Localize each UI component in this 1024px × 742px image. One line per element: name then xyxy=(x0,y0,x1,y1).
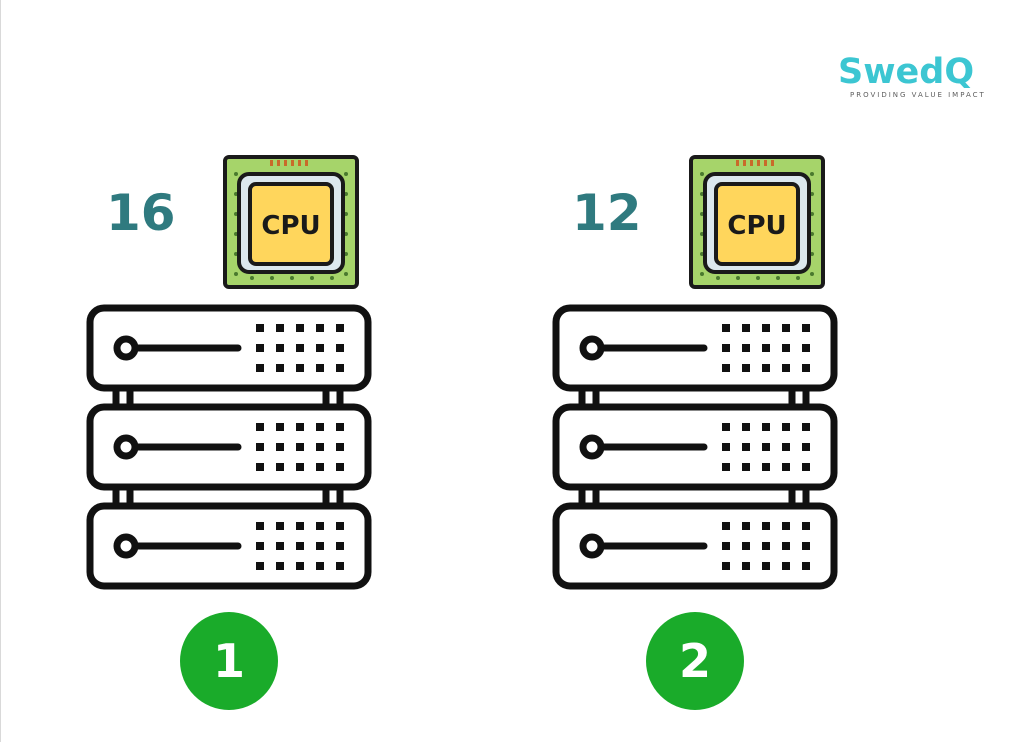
cpu-label: CPU xyxy=(261,211,320,241)
server-badge-1: 1 xyxy=(180,612,278,710)
brand-tagline: PROVIDING VALUE IMPACT xyxy=(850,91,986,99)
brand-name: SwedQ xyxy=(838,52,975,92)
cpu-count-1: 16 xyxy=(106,184,176,242)
cpu-label: CPU xyxy=(727,211,786,241)
brand-logo: SwedQ PROVIDING VALUE IMPACT xyxy=(838,54,988,99)
server-rack-icon xyxy=(86,304,372,590)
cpu-chip-icon: CPU xyxy=(689,155,825,289)
server-badge-2: 2 xyxy=(646,612,744,710)
left-edge-divider xyxy=(0,0,1,742)
server-rack-icon xyxy=(552,304,838,590)
cpu-count-2: 12 xyxy=(572,184,642,242)
cpu-chip-icon: CPU xyxy=(223,155,359,289)
